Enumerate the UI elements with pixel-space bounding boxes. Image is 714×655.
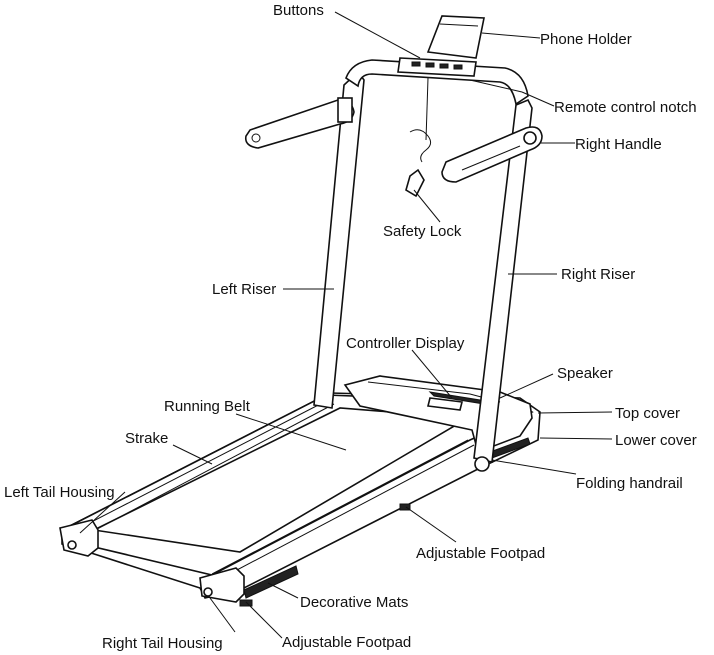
phone-holder [426, 15, 485, 59]
footpad-rear [239, 599, 253, 607]
left-tail-housing [59, 519, 99, 557]
safety-lock-clip [405, 168, 425, 198]
label-controller-display: Controller Display [346, 335, 465, 352]
label-right-tail-housing: Right Tail Housing [102, 635, 223, 652]
top-crossbar [345, 59, 529, 106]
leader-lines [79, 11, 613, 639]
label-left-riser: Left Riser [212, 281, 276, 298]
label-running-belt: Running Belt [164, 398, 251, 415]
controller-display-panel [427, 397, 463, 411]
label-speaker: Speaker [557, 365, 613, 382]
console-buttons-panel [397, 57, 477, 77]
footpad-mid [399, 503, 411, 511]
label-left-tail-housing: Left Tail Housing [4, 484, 115, 501]
label-right-riser: Right Riser [561, 266, 635, 283]
label-decorative-mats: Decorative Mats [300, 594, 408, 611]
label-right-handle: Right Handle [575, 136, 662, 153]
label-safety-lock: Safety Lock [383, 223, 462, 240]
folding-hinge [474, 456, 490, 472]
label-folding-handrail: Folding handrail [576, 475, 683, 492]
label-buttons: Buttons [273, 2, 324, 19]
decorative-mats-strip [243, 565, 299, 599]
label-lower-cover: Lower cover [615, 432, 697, 449]
label-remote-control-notch: Remote control notch [554, 99, 697, 116]
label-strake: Strake [125, 430, 168, 447]
label-adjustable-footpad-right: Adjustable Footpad [416, 545, 545, 562]
label-adjustable-footpad-bottom: Adjustable Footpad [282, 634, 411, 651]
treadmill-illustration [59, 15, 543, 607]
callout-labels: Buttons Phone Holder Remote control notc… [4, 2, 697, 652]
label-phone-holder: Phone Holder [540, 31, 632, 48]
label-top-cover: Top cover [615, 405, 680, 422]
